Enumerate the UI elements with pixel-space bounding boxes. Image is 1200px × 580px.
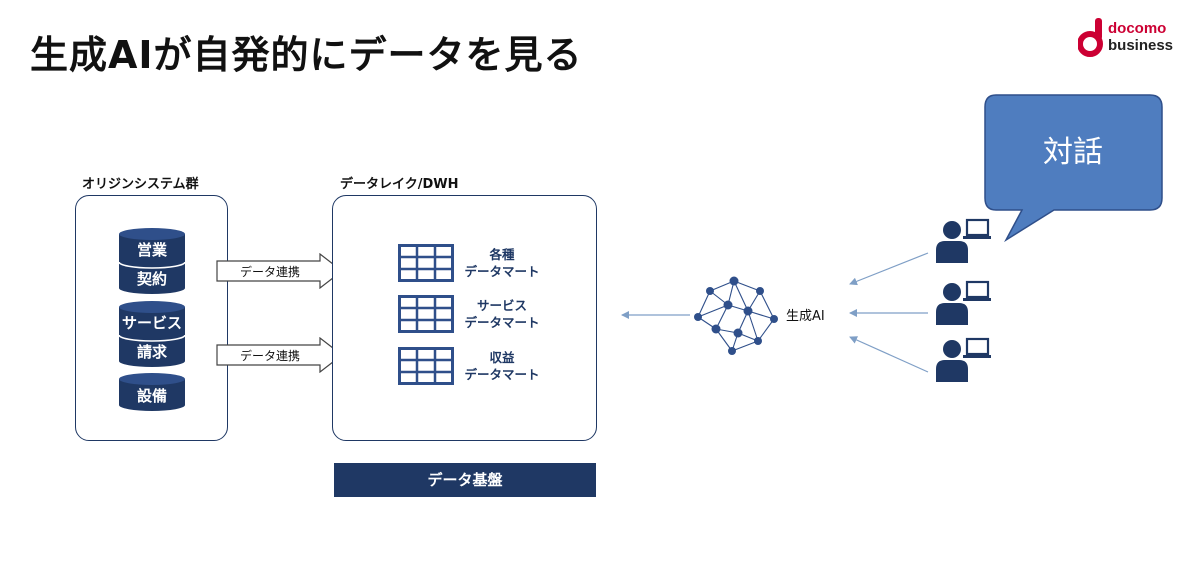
db-label-line2: 契約: [136, 270, 167, 288]
data-link-label-2: データ連携: [240, 349, 301, 363]
data-link-label-1: データ連携: [240, 265, 301, 279]
database-icon: [118, 228, 186, 294]
mart-line1: サービス: [476, 298, 527, 313]
data-mart-table-icon: [398, 244, 454, 282]
user-to-ai-arrow-3: [849, 336, 929, 373]
dialogue-bubble-text: 対話: [1043, 135, 1103, 170]
user-laptop-icon: [936, 337, 991, 382]
data-lake-label: データレイク/DWH: [340, 177, 459, 192]
data-mart-table-icon: [398, 295, 454, 333]
mart-line1: 収益: [489, 350, 515, 365]
user-laptop-icon: [936, 218, 991, 263]
database-icon: [119, 373, 185, 411]
data-mart-table-icon: [398, 347, 454, 385]
data-link-arrow-1: [216, 253, 343, 289]
mart-label-revenue: 収益 データマート: [462, 349, 542, 383]
docomo-d-icon: [1078, 18, 1103, 57]
db-label-line1: 設備: [136, 387, 167, 405]
mart-label-various: 各種 データマート: [462, 246, 542, 280]
page-title: 生成AIが自発的にデータを見る: [30, 33, 583, 77]
db-cylinder-sales-contract: 営業 契約: [118, 228, 186, 294]
genai-label: 生成AI: [786, 309, 825, 324]
data-platform-bar: データ基盤: [334, 463, 596, 497]
data-lake-box: [332, 195, 597, 441]
speech-bubble: [984, 94, 1163, 242]
docomo-business-logo: docomo business: [1078, 14, 1188, 64]
db-label-line1: 営業: [136, 241, 167, 259]
logo-line-1: docomo: [1108, 20, 1167, 37]
user-laptop-icon: [936, 280, 991, 325]
database-icon: [118, 301, 186, 367]
mart-line2: データマート: [464, 367, 540, 382]
neural-network-icon: [694, 276, 778, 355]
user-to-ai-arrow-1: [849, 252, 929, 286]
data-link-arrow-2: [216, 337, 343, 373]
mart-line2: データマート: [464, 315, 540, 330]
db-cylinder-facilities: 設備: [118, 373, 186, 411]
mart-line2: データマート: [464, 264, 540, 279]
logo-line-2: business: [1108, 37, 1174, 54]
db-cylinder-service-billing: サービス 請求: [118, 301, 186, 367]
mart-line1: 各種: [489, 247, 515, 262]
origin-systems-label: オリジンシステム群: [82, 177, 199, 192]
db-label-line1: サービス: [121, 314, 182, 332]
mart-label-service: サービス データマート: [462, 297, 542, 331]
db-label-line2: 請求: [136, 343, 167, 361]
